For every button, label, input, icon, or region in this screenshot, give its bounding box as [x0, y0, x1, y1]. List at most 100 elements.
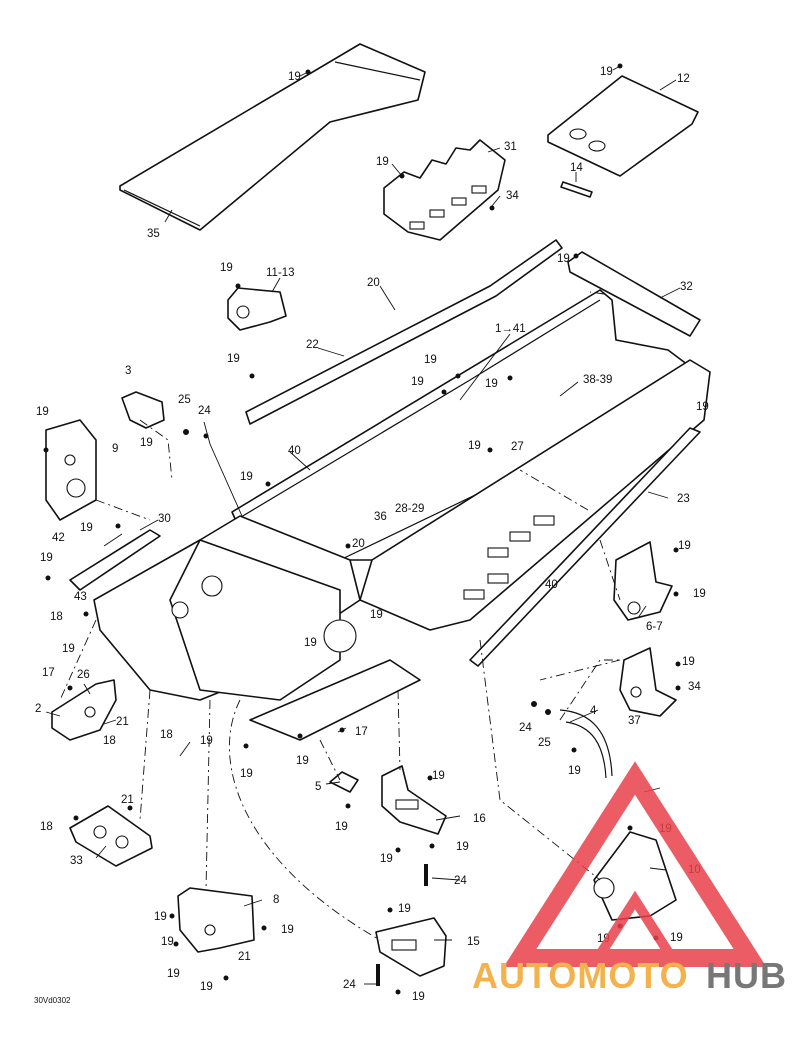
label-34: 34: [506, 190, 519, 202]
label-19: 19: [304, 637, 317, 649]
part-8-bracket: [177, 887, 255, 953]
label-19: 19: [200, 735, 213, 747]
label-19: 19: [398, 903, 411, 915]
part-9-side-bracket: [45, 419, 97, 521]
part-5-clip: [329, 771, 359, 793]
front-frame: [93, 515, 421, 741]
label-18: 18: [50, 611, 63, 623]
leader-lines: [45, 65, 681, 985]
part-11-13-bracket: [227, 287, 287, 331]
label-19: 19: [456, 841, 469, 853]
label-11-13: 11-13: [266, 267, 295, 279]
drawing-code: 30Vd0302: [34, 996, 71, 1005]
label-36: 36: [374, 511, 387, 523]
label-33: 33: [70, 855, 83, 867]
label-19: 19: [240, 768, 253, 780]
part-15-footrest: [375, 917, 447, 977]
label-14: 14: [570, 162, 583, 174]
label-19: 19: [281, 924, 294, 936]
label-9: 9: [112, 443, 118, 455]
label-28-29: 28-29: [395, 503, 424, 515]
part-14-strip: [560, 181, 593, 198]
label-19: 19: [288, 71, 301, 83]
label-2: 2: [35, 703, 41, 715]
label-19: 19: [412, 991, 425, 1003]
label-19: 19: [161, 936, 174, 948]
label-24: 24: [198, 405, 211, 417]
label-26: 26: [77, 669, 90, 681]
label-16: 16: [473, 813, 486, 825]
label-23: 23: [677, 493, 690, 505]
label-19: 19: [296, 755, 309, 767]
label-22: 22: [306, 339, 319, 351]
label-24: 24: [519, 722, 532, 734]
part-40-running-board: [359, 359, 711, 631]
label-19: 19: [220, 262, 233, 274]
label-6-7: 6-7: [646, 621, 663, 633]
label-34: 34: [688, 681, 701, 693]
label-5: 5: [315, 781, 321, 793]
label-19: 19: [682, 656, 695, 668]
label-21: 21: [116, 716, 129, 728]
label-19: 19: [670, 932, 683, 944]
label-25: 25: [538, 737, 551, 749]
label-32: 32: [680, 281, 693, 293]
label-19: 19: [154, 911, 167, 923]
label-25: 25: [178, 394, 191, 406]
label-19: 19: [80, 522, 93, 534]
label-15: 15: [467, 936, 480, 948]
label-19: 19: [696, 401, 709, 413]
label-1-41: 1→41: [495, 323, 526, 335]
watermark-triangle: [503, 761, 767, 967]
label-38-39: 38-39: [583, 374, 612, 386]
part-2-bracket: [51, 679, 117, 741]
part-31-bracket: [383, 139, 506, 241]
label-19: 19: [557, 253, 570, 265]
callout-labels: 19 35 19 12 19 31 34 14 19 32 19 11-13 2…: [35, 66, 709, 1003]
label-24: 24: [343, 979, 356, 991]
label-3: 3: [125, 365, 131, 377]
label-19: 19: [411, 376, 424, 388]
watermark-word-right: HUB: [706, 955, 787, 996]
label-20: 20: [367, 277, 380, 289]
label-40: 40: [288, 445, 301, 457]
part-32-plate: [567, 251, 701, 337]
part-30-strap: [69, 529, 161, 591]
label-43: 43: [74, 591, 87, 603]
part-35-top-panel: [119, 43, 426, 231]
label-17: 17: [42, 667, 55, 679]
label-19: 19: [485, 378, 498, 390]
label-37: 37: [628, 715, 641, 727]
label-19: 19: [468, 440, 481, 452]
label-27: 27: [511, 441, 524, 453]
part-23-rail: [469, 427, 701, 667]
label-19: 19: [40, 552, 53, 564]
label-30: 30: [158, 513, 171, 525]
label-21: 21: [238, 951, 251, 963]
label-24: 24: [454, 875, 467, 887]
label-40: 40: [545, 579, 558, 591]
label-19: 19: [380, 853, 393, 865]
label-19: 19: [424, 354, 437, 366]
part-22-rail: [245, 239, 563, 425]
label-4: 4: [590, 705, 597, 717]
part-6-7-bracket: [613, 541, 673, 621]
label-8: 8: [273, 894, 279, 906]
label-19: 19: [376, 156, 389, 168]
label-19: 19: [693, 588, 706, 600]
label-19: 19: [432, 770, 445, 782]
label-20: 20: [352, 538, 365, 550]
part-10-bracket: [593, 831, 677, 921]
part-37-bracket: [619, 647, 677, 717]
part-16-footrest: [381, 765, 447, 835]
label-19: 19: [240, 471, 253, 483]
label-17: 17: [355, 726, 368, 738]
label-19: 19: [335, 821, 348, 833]
label-19: 19: [36, 406, 49, 418]
label-19: 19: [568, 765, 581, 777]
label-12: 12: [677, 73, 690, 85]
watermark-wordmark: AUTOMOTO HUB: [472, 955, 787, 996]
label-19: 19: [62, 643, 75, 655]
label-19: 19: [167, 968, 180, 980]
